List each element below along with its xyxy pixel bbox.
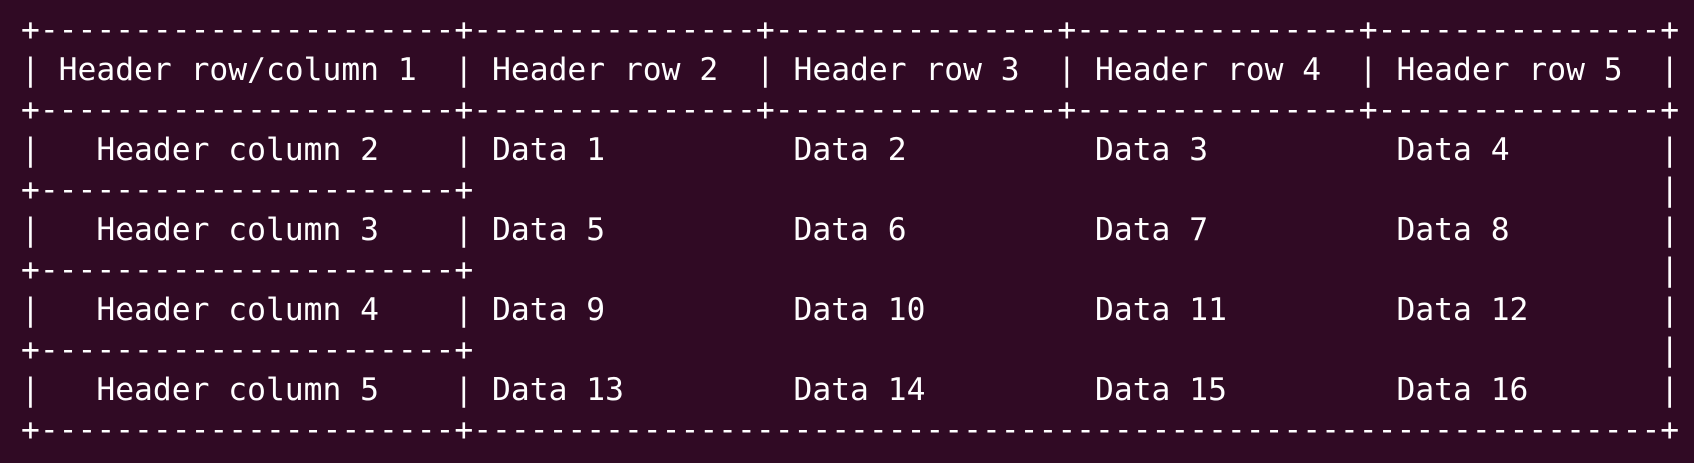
ascii-table-header-row: | Header row/column 1 | Header row 2 | H… [21,52,1680,88]
ascii-table-data-row: | Header column 4 | Data 9 Data 10 Data … [21,292,1680,328]
ascii-table-separator: +----------------------+ | [21,172,1680,208]
ascii-table: +----------------------+---------------+… [21,10,1679,450]
ascii-table-border-bottom: +----------------------+----------------… [21,412,1680,448]
ascii-table-data-row: | Header column 5 | Data 13 Data 14 Data… [21,372,1680,408]
ascii-table-border-top: +----------------------+---------------+… [21,12,1680,48]
ascii-table-data-row: | Header column 3 | Data 5 Data 6 Data 7… [21,212,1680,248]
ascii-table-separator: +----------------------+---------------+… [21,92,1680,128]
ascii-table-separator: +----------------------+ | [21,332,1680,368]
ascii-table-data-row: | Header column 2 | Data 1 Data 2 Data 3… [21,132,1680,168]
ascii-table-separator: +----------------------+ | [21,252,1680,288]
